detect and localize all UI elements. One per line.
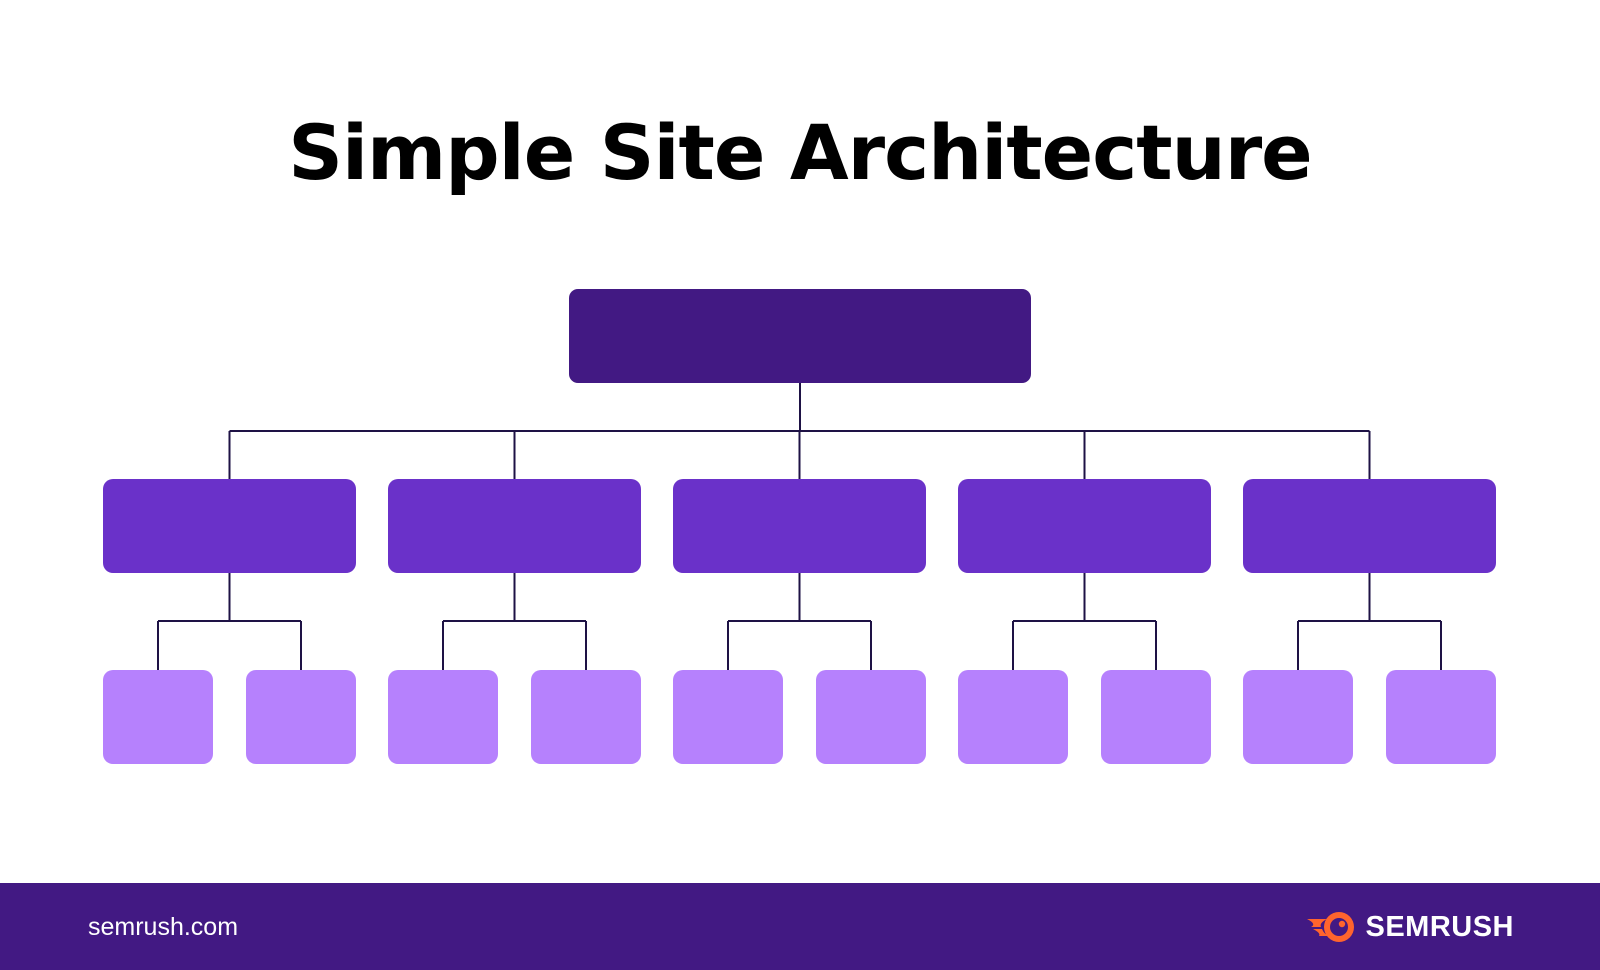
subpage-node bbox=[388, 670, 498, 764]
subpage-node bbox=[816, 670, 926, 764]
footer-bar: semrush.com SEMRUSH bbox=[0, 883, 1600, 970]
semrush-flame-logo-icon bbox=[1307, 912, 1355, 942]
subpage-node bbox=[103, 670, 213, 764]
subpage-node bbox=[958, 670, 1068, 764]
subpage-node bbox=[246, 670, 356, 764]
connector-lines bbox=[157, 383, 1442, 670]
subpage-node bbox=[673, 670, 783, 764]
brand-logo: SEMRUSH bbox=[1305, 907, 1514, 947]
site-architecture-diagram bbox=[103, 289, 1496, 764]
subpage-node bbox=[1386, 670, 1496, 764]
page-title: Simple Site Architecture bbox=[288, 108, 1312, 197]
category-page-node bbox=[673, 479, 926, 573]
subpage-node bbox=[531, 670, 641, 764]
category-page-node bbox=[958, 479, 1211, 573]
subpage-node bbox=[1101, 670, 1211, 764]
root-page-node bbox=[569, 289, 1031, 383]
category-page-node bbox=[1243, 479, 1496, 573]
category-page-node bbox=[388, 479, 641, 573]
subpage-node bbox=[1243, 670, 1353, 764]
category-page-node bbox=[103, 479, 356, 573]
diagram-nodes bbox=[103, 289, 1496, 764]
brand-name: SEMRUSH bbox=[1365, 910, 1514, 943]
footer-url: semrush.com bbox=[88, 913, 239, 941]
